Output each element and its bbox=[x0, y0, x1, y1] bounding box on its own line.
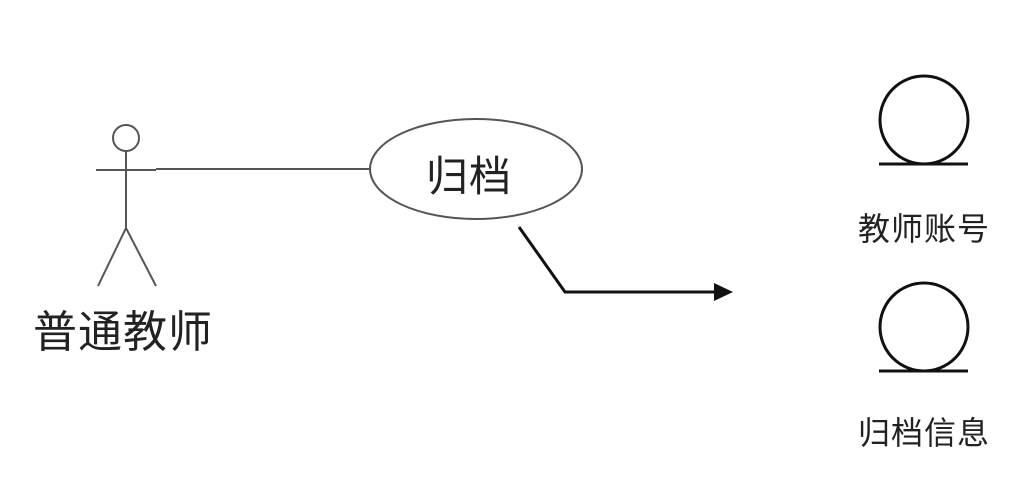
entity-symbol-1 bbox=[878, 74, 970, 166]
entity-1-circle bbox=[878, 74, 970, 166]
use-case-label: 归档 bbox=[426, 152, 513, 201]
actor-left-leg bbox=[97, 227, 127, 287]
actor-right-leg bbox=[125, 227, 157, 287]
use-case-ellipse bbox=[369, 118, 583, 220]
actor-label: 普通教师 bbox=[33, 307, 213, 358]
flow-arrow-head bbox=[714, 283, 733, 301]
flow-arrow bbox=[517, 226, 733, 301]
actor-head bbox=[112, 124, 140, 152]
entity-label-1: 教师账号 bbox=[858, 210, 991, 248]
entity-2-circle bbox=[878, 281, 970, 373]
entity-symbol-2 bbox=[878, 281, 970, 373]
flow-arrow-line bbox=[517, 226, 714, 294]
actor-figure bbox=[96, 124, 157, 287]
entity-label-2: 归档信息 bbox=[858, 414, 991, 452]
